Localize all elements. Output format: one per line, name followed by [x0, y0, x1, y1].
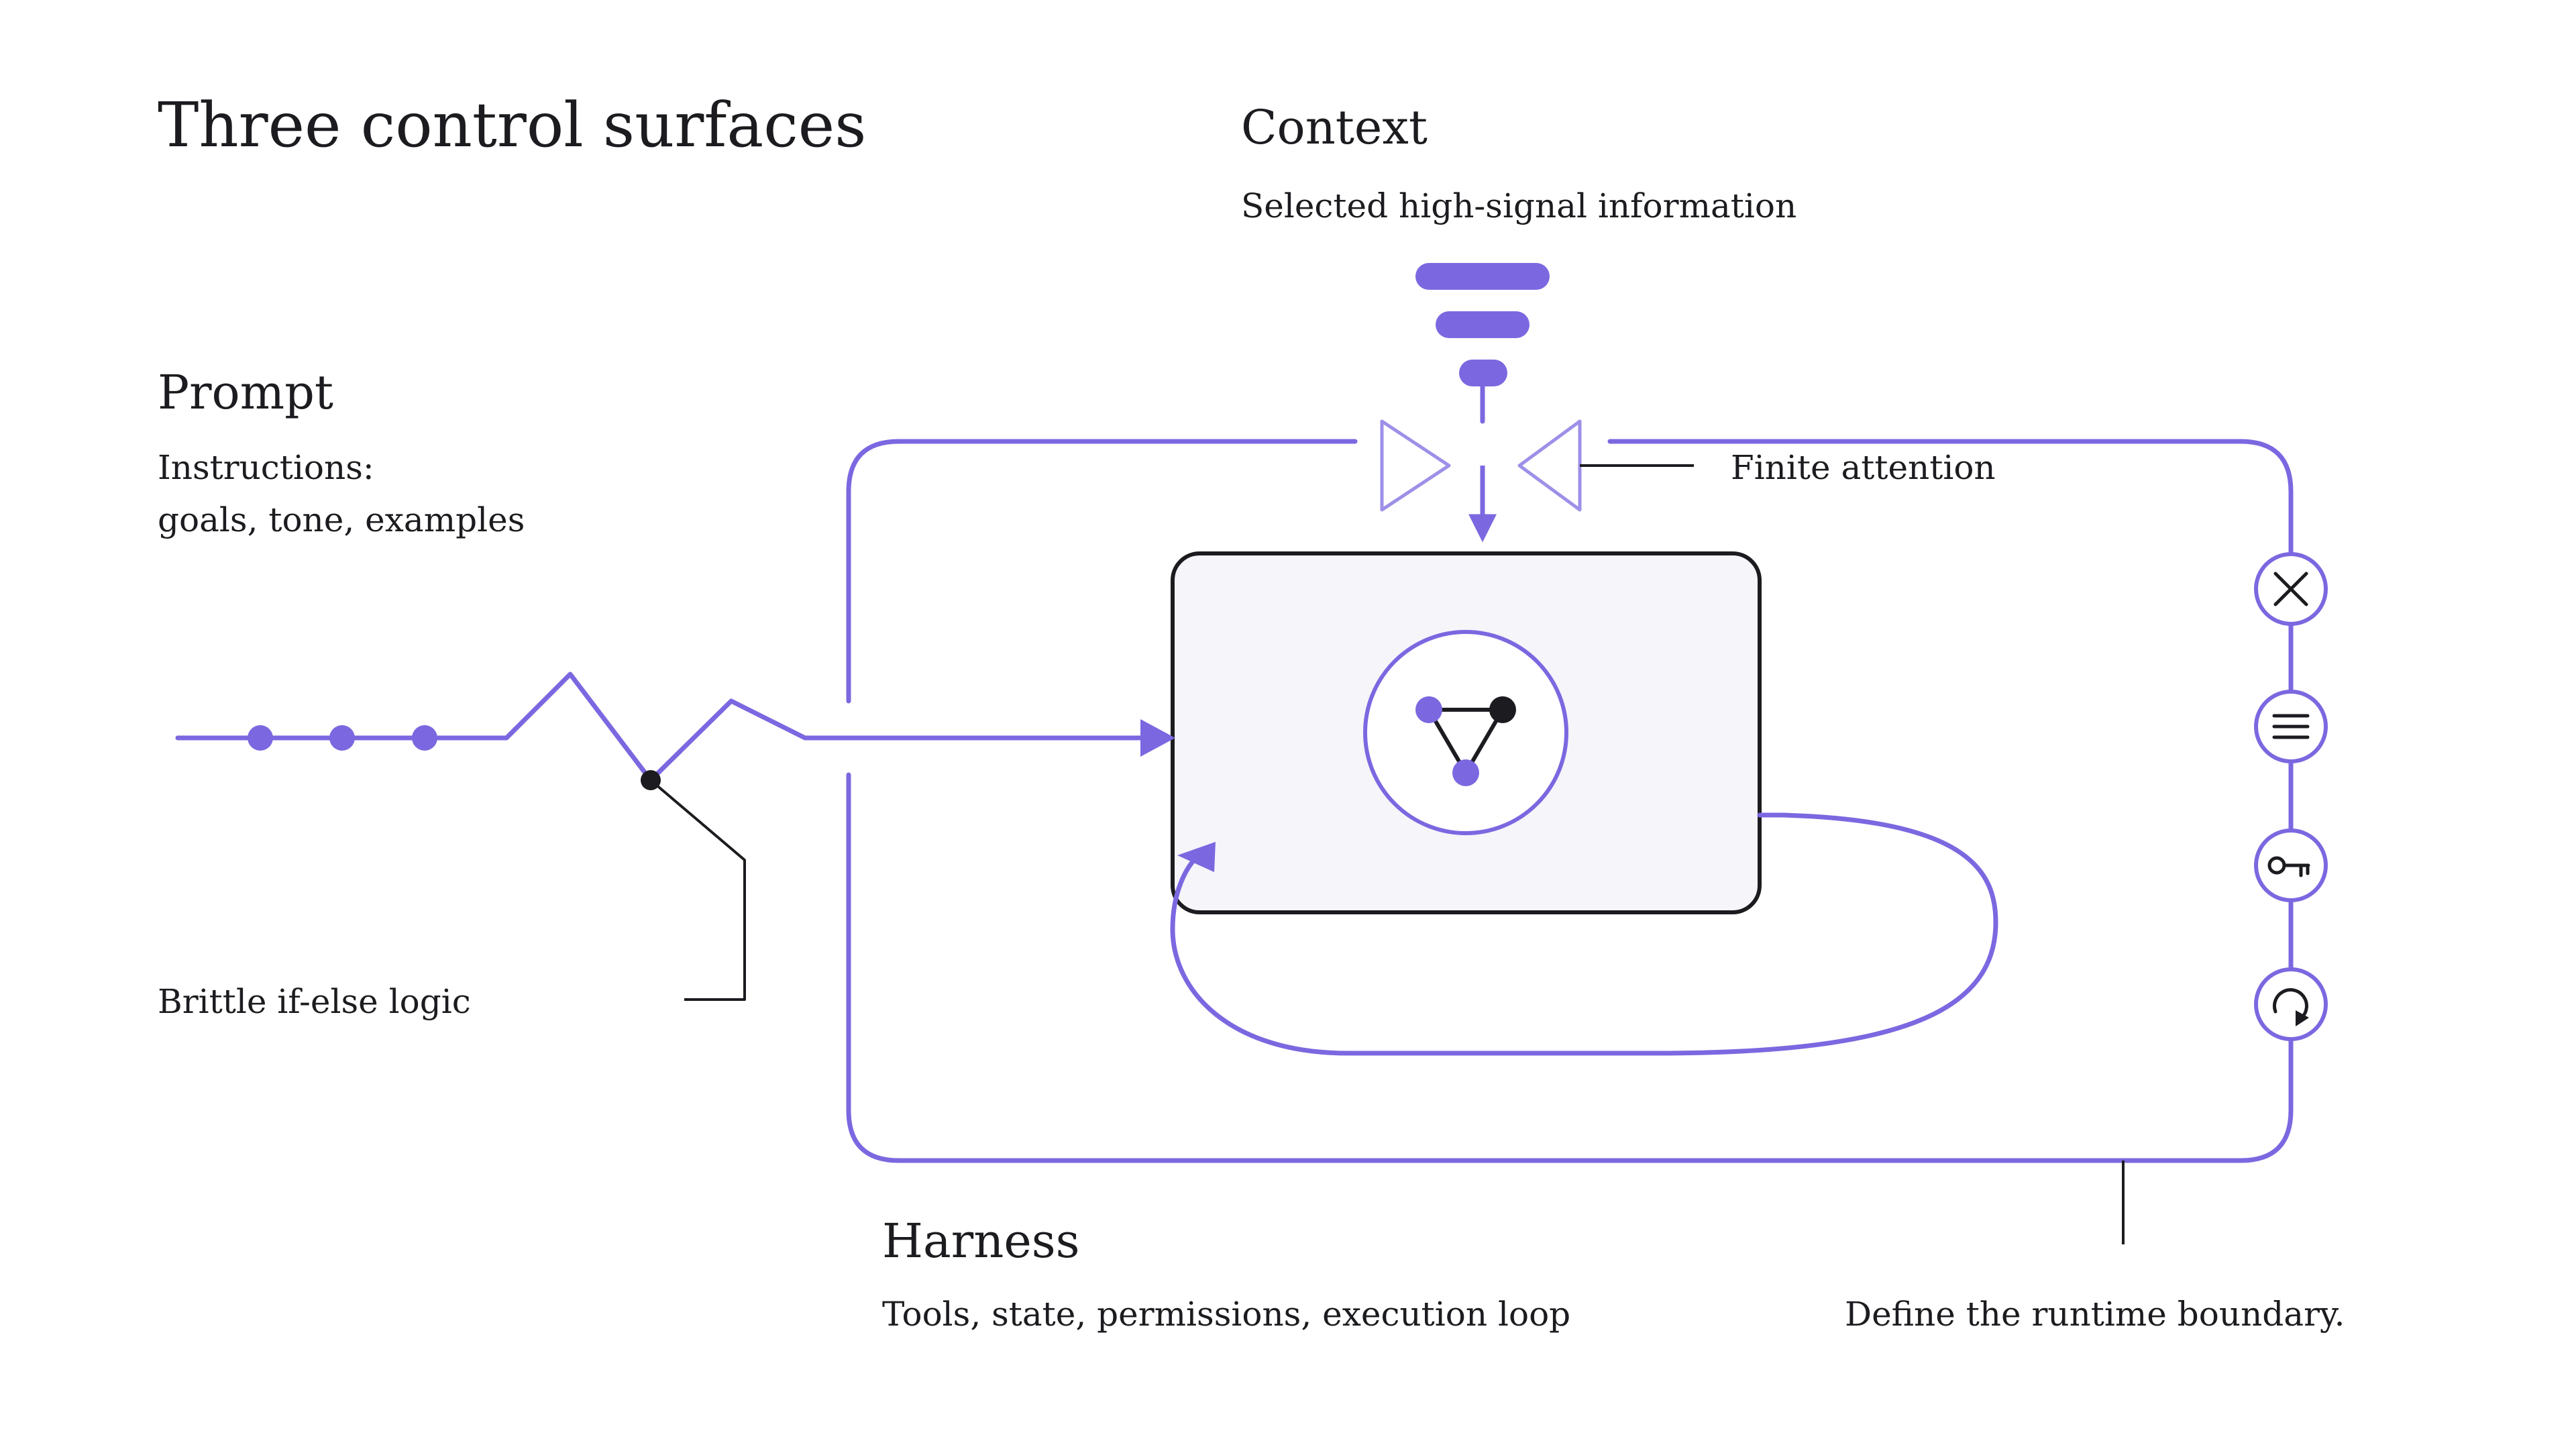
finite-attention-label: Finite attention: [1731, 448, 1996, 487]
execution-loop: [1170, 812, 1998, 1056]
harness-description: Tools, state, permissions, execution loo…: [882, 1295, 1571, 1334]
close-icon: [2254, 552, 2328, 626]
brittle-logic-connector: [649, 779, 746, 1001]
prompt-description-line1: Instructions:: [158, 448, 374, 487]
attention-valve-right: [1517, 419, 1582, 512]
attention-valve-left: [1380, 419, 1451, 512]
key-icon: [2254, 828, 2328, 902]
brittle-logic-label: Brittle if-else logic: [158, 982, 471, 1021]
execution-loop-arrowhead: [1177, 842, 1216, 872]
network-icon: [1415, 696, 1516, 786]
page-title: Three control surfaces: [158, 89, 867, 161]
model-core: [1363, 630, 1568, 835]
menu-icon: [2254, 690, 2328, 763]
prompt-node-3: [412, 725, 437, 751]
harness-heading: Harness: [882, 1214, 1080, 1269]
harness-boundary: [846, 439, 2294, 1163]
brittle-logic-node: [641, 770, 661, 790]
prompt-line: [175, 672, 1157, 783]
context-bar-middle: [1436, 311, 1529, 338]
prompt-arrowhead: [1140, 719, 1175, 757]
context-bar-bottom: [1459, 360, 1507, 386]
prompt-node-2: [329, 725, 355, 751]
prompt-heading: Prompt: [158, 365, 334, 420]
prompt-description-line2: goals, tone, examples: [158, 500, 525, 539]
context-heading: Context: [1241, 100, 1428, 155]
context-description: Selected high-signal information: [1241, 186, 1797, 225]
context-bar-top: [1415, 263, 1550, 290]
refresh-icon: [2254, 967, 2328, 1041]
prompt-node-1: [248, 725, 273, 751]
runtime-boundary-label: Define the runtime boundary.: [1845, 1295, 2345, 1334]
